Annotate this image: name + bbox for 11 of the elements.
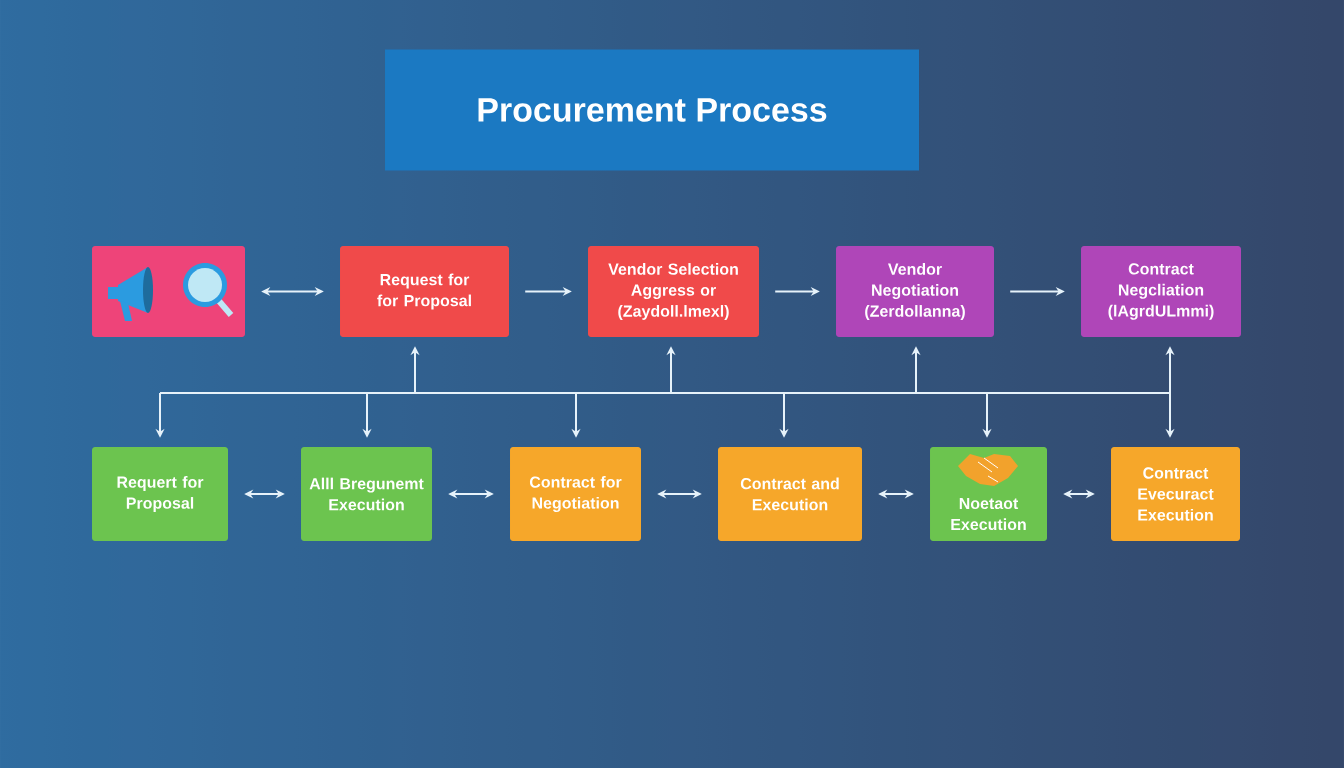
process-box: Vendor Selection Aggress or (Zaydoll.lmexl) (588, 246, 759, 337)
process-box: Contract Negcliation (lAgrdULmmi) (1081, 246, 1241, 337)
process-box: Contract Evecuract Execution (1111, 447, 1240, 541)
process-box: Requert for Proposal (92, 447, 228, 541)
process-box: Vendor Negotiation (Zerdollanna) (836, 246, 994, 337)
process-box: Request for for Proposal (340, 246, 509, 337)
title-banner: Procurement Process (385, 49, 919, 171)
bus-line (159, 392, 1171, 394)
process-box: Contract for Negotiation (510, 447, 641, 541)
process-box: Contract and Execution (718, 447, 862, 541)
process-box: Alll Bregunemt Execution (301, 447, 432, 541)
